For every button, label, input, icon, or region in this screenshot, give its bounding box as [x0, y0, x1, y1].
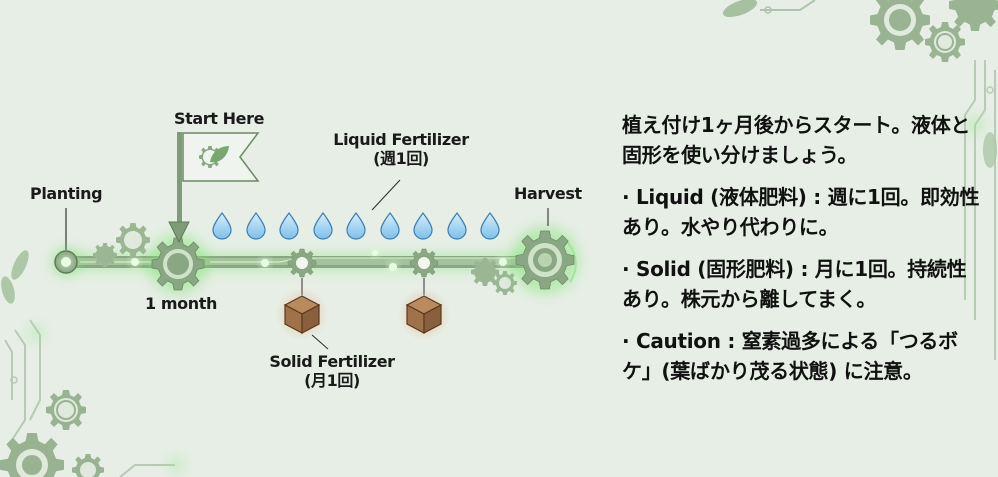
bullet-caution: · Caution : 窒素過多による「つるボケ」(葉ばかり茂る状態) に注意。	[622, 329, 958, 383]
start-flag	[168, 132, 260, 244]
planting-label: Planting	[30, 184, 103, 203]
one-month-gear	[148, 234, 208, 294]
harvest-gear	[471, 208, 579, 295]
corner-decoration-bottom-left	[0, 250, 184, 477]
solid-fertilizer-frequency: (月1回)	[304, 371, 360, 391]
planting-node	[52, 208, 80, 276]
solid-fertilizer-label: Solid Fertilizer (月1回)	[262, 352, 402, 390]
intro-text: 植え付け1ヶ月後からスタート。液体と固形を使い分けましょう。	[622, 113, 971, 167]
bullet-liquid: · Liquid (液体肥料) : 週に1回。即効性あり。水やり代わりに。	[622, 185, 980, 239]
start-here-label: Start Here	[174, 109, 265, 128]
liquid-fertilizer-label: Liquid Fertilizer (週1回)	[326, 130, 476, 168]
solid-fertilizer-title: Solid Fertilizer	[269, 352, 395, 371]
corner-decoration-top-right	[722, 0, 998, 360]
explanation-panel: 植え付け1ヶ月後からスタート。液体と固形を使い分けましょう。 · Liquid …	[622, 110, 982, 398]
one-month-label: 1 month	[145, 294, 217, 313]
harvest-label: Harvest	[514, 184, 582, 203]
liquid-fertilizer-frequency: (週1回)	[373, 149, 429, 169]
liquid-drops	[212, 211, 500, 240]
solid-box-1	[276, 288, 328, 340]
liquid-fertilizer-title: Liquid Fertilizer	[333, 130, 469, 149]
solid-box-2	[398, 288, 450, 340]
bullet-solid: · Solid (固形肥料) : 月に1回。持続性あり。株元から離してまく。	[622, 257, 967, 311]
